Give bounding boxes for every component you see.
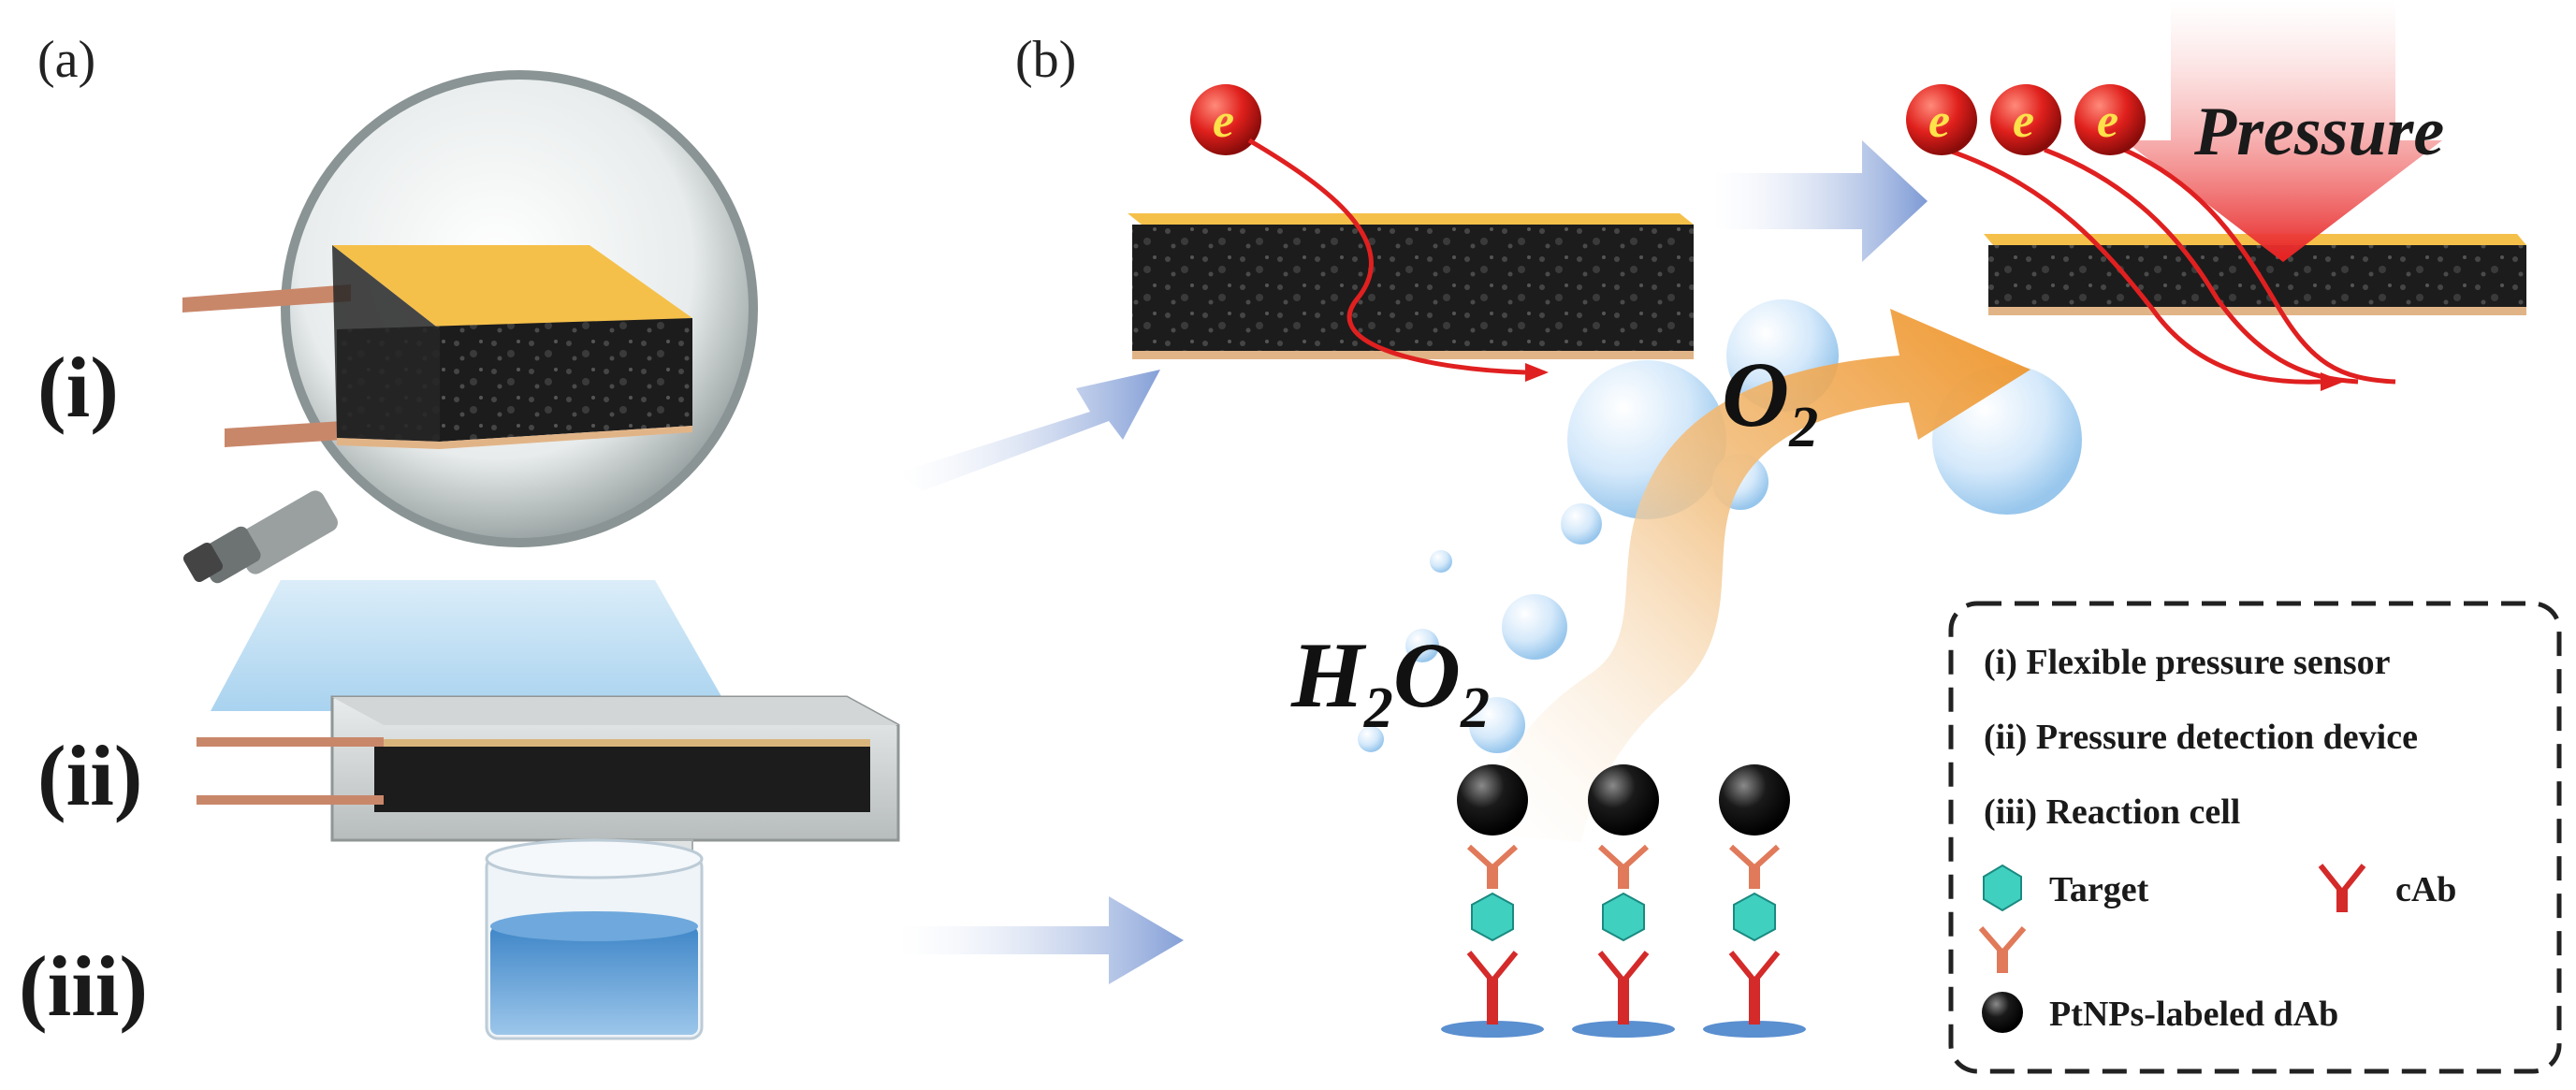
target-molecule (1733, 892, 1776, 942)
legend-item-iii: (iii) Reaction cell (1984, 792, 2240, 832)
electron-label-1: e (1928, 94, 1950, 148)
legend-target-label: Target (2049, 870, 2149, 909)
electron-path-3 (2122, 147, 2396, 385)
electron-path-2 (2044, 147, 2359, 385)
legend-dab-label: PtNPs-labeled dAb (2049, 995, 2338, 1034)
o2-label: O2 (1722, 342, 1818, 459)
sensor-b-pressed: Pressure e e e (1906, 0, 2526, 391)
legend-ptnp-icon (1982, 992, 2023, 1033)
arrow-b1-to-b2 (1712, 140, 1928, 262)
electron-label-single: e (1213, 94, 1234, 148)
sensor-gold-top (332, 245, 692, 329)
sensor-bottom-electrode (337, 426, 692, 449)
arrow-sensor-to-b (898, 370, 1160, 491)
legend-item-i: (i) Flexible pressure sensor (1984, 643, 2391, 682)
legend-dab-icon (1978, 926, 2027, 973)
target-molecule (1471, 892, 1514, 942)
legend-box: (i) Flexible pressure sensor (ii) Pressu… (1948, 601, 2562, 1074)
electron-2 (1990, 84, 2061, 155)
o2-production-arrow (1469, 309, 2030, 842)
h2o2-label: H2O2 (1290, 623, 1490, 740)
legend-target-icon (1983, 864, 2022, 912)
electron-3 (2074, 84, 2146, 155)
panel-label-b: (b) (1015, 31, 1076, 89)
sensor-foam-side (332, 245, 440, 442)
sensor-b-initial: e (1128, 84, 1694, 382)
electron-single (1190, 84, 1261, 155)
pressure-label: Pressure (2193, 94, 2444, 170)
legend-item-ii: (ii) Pressure detection device (1984, 718, 2418, 757)
legend-cab-label: cAb (2395, 870, 2456, 909)
flexible-pressure-sensor-closeup (182, 70, 758, 584)
magnifier-handle (182, 490, 338, 584)
magnifier-beam (211, 580, 730, 711)
label-ii: (ii) (37, 728, 142, 823)
arrow-cell-to-b (898, 896, 1184, 984)
sandwich-immunocomplex-1 (1441, 764, 1544, 1038)
pressure-arrow (2124, 0, 2442, 262)
label-iii: (iii) (19, 938, 148, 1034)
electron-1 (1906, 84, 1977, 155)
legend-cab-icon (2318, 864, 2366, 912)
electron-label-2: e (2013, 94, 2034, 148)
sandwich-immunocomplex-2 (1572, 764, 1675, 1038)
label-i: (i) (37, 340, 119, 435)
reaction-cell (485, 838, 704, 1040)
electrode-top (182, 284, 351, 312)
electron-path-1 (1945, 147, 2321, 385)
electron-path-initial (1247, 138, 1526, 375)
panel-label-a: (a) (37, 31, 95, 89)
target-molecule (1602, 892, 1645, 942)
electron-label-3: e (2097, 94, 2118, 148)
sandwich-immunocomplex-3 (1703, 764, 1806, 1038)
